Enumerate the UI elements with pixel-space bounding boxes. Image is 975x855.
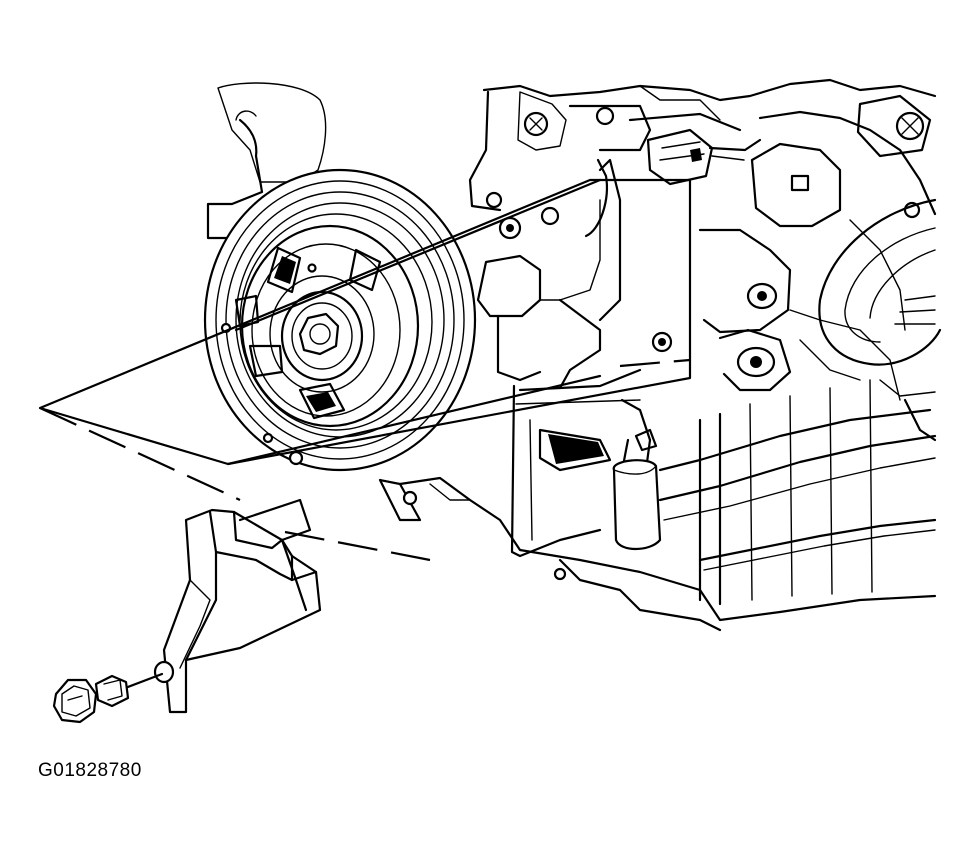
exploded-view-guides [40,180,690,560]
bracket-bolt [54,674,162,722]
crankshaft-balancer [205,170,475,470]
engine-block [208,80,940,400]
oil-pan [380,380,935,630]
figure-id-label: G01828780 [38,760,142,781]
bracket [155,500,320,712]
